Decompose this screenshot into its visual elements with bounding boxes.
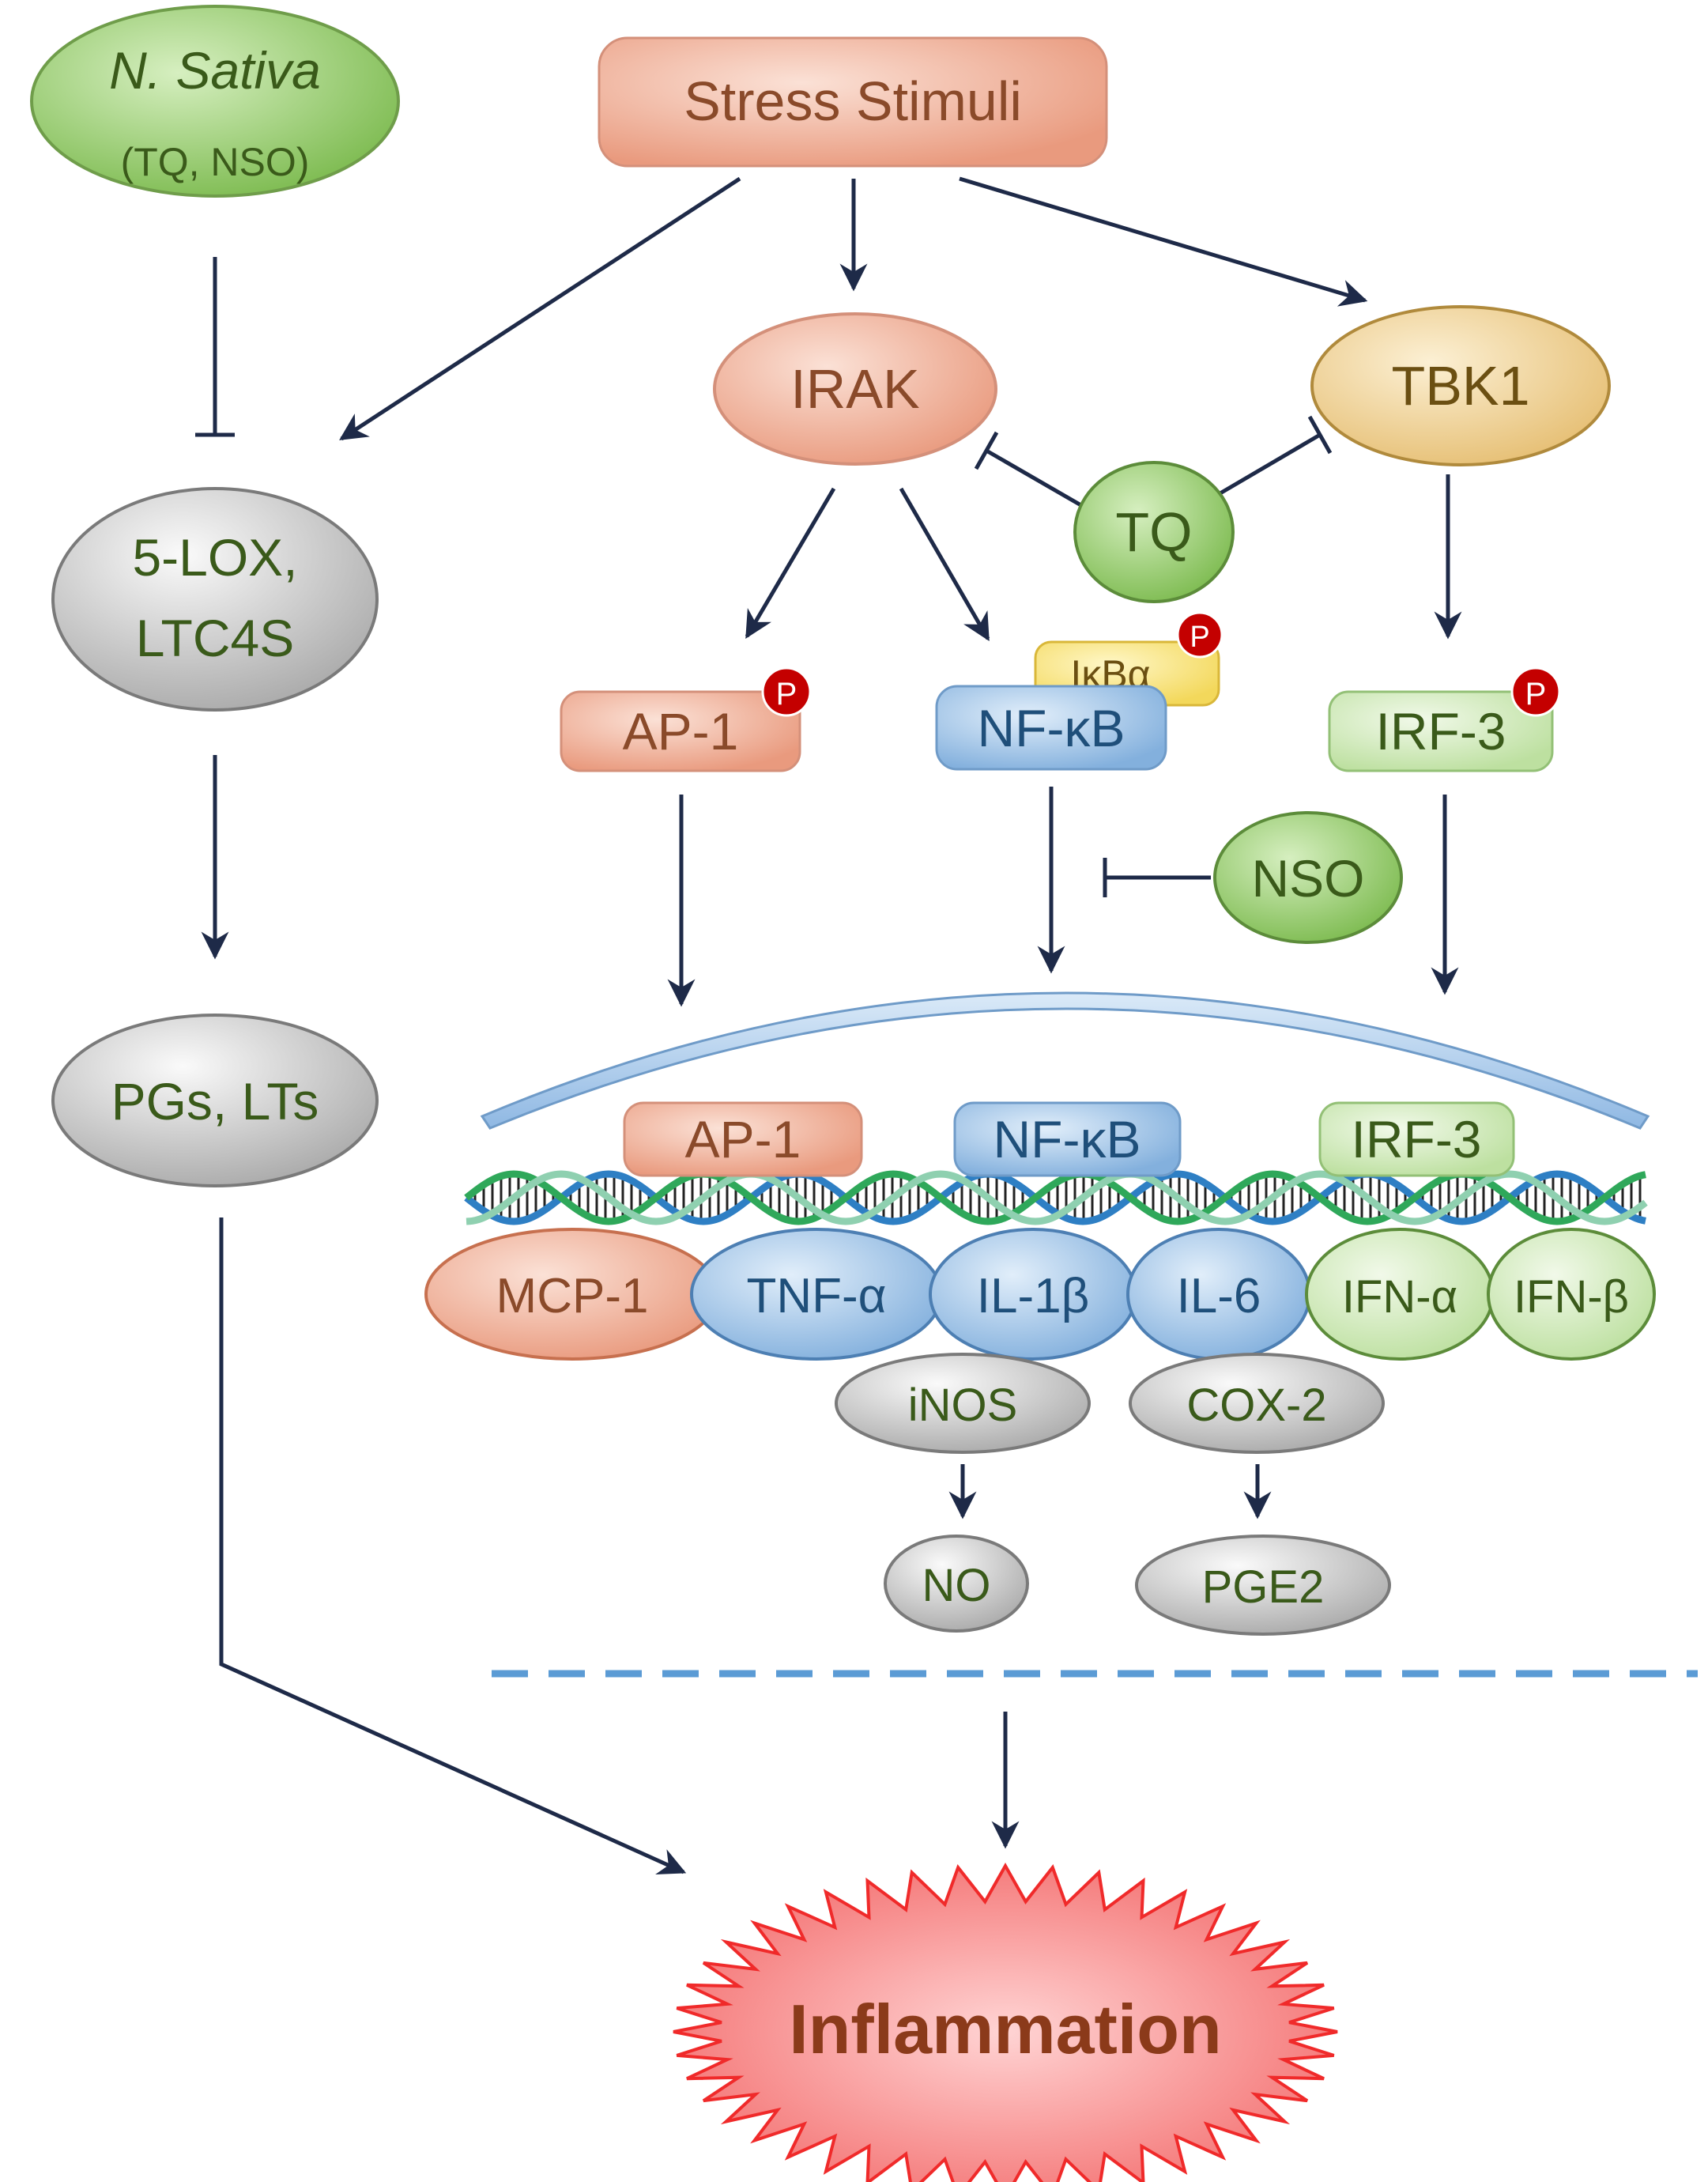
gene-mcp1: MCP-1: [424, 1228, 720, 1361]
nfkb-label: NF-κB: [978, 699, 1125, 757]
tbk1-label: TBK1: [1391, 355, 1529, 417]
phospho-ikba-icon: [1176, 611, 1224, 659]
dna-helix: [464, 1170, 1648, 1225]
gene-il1b: IL-1β: [929, 1228, 1137, 1361]
irak-label: IRAK: [790, 358, 919, 420]
gene-tnfa-label: TNF-α: [746, 1269, 886, 1323]
pgs-lts-label: PGs, LTs: [111, 1072, 319, 1131]
gene-il6: IL-6: [1126, 1228, 1311, 1361]
inflammation-node: Inflammation: [673, 1862, 1338, 2182]
nucleus-ap1-node: AP-1: [623, 1101, 863, 1177]
irf3-label: IRF-3: [1376, 702, 1506, 761]
gene-ifnb-label: IFN-β: [1514, 1271, 1629, 1323]
nucleus-membrane: [480, 991, 1650, 1130]
irak-node: IRAK: [713, 312, 997, 466]
nso-node: NSO: [1213, 811, 1403, 944]
lox-label-line2: LTC4S: [136, 609, 295, 667]
no-node: NO: [884, 1535, 1029, 1633]
gene-il1b-label: IL-1β: [977, 1269, 1090, 1323]
nucleus-ap1-label: AP-1: [685, 1110, 801, 1168]
nucleus-nfkb-node: NF-κB: [953, 1101, 1182, 1177]
lox-node: 5-LOX, LTC4S: [51, 487, 379, 712]
connectors: [195, 176, 1462, 1875]
inflammation-starburst: [673, 1862, 1338, 2182]
gene-ifna: IFN-α: [1305, 1228, 1495, 1361]
nucleus-irf3-label: IRF-3: [1352, 1110, 1482, 1168]
stress-node: Stress Stimuli: [598, 36, 1108, 168]
gene-ifna-label: IFN-α: [1342, 1271, 1457, 1323]
no-label: NO: [922, 1560, 991, 1611]
nsativa-subtitle: (TQ, NSO): [121, 140, 310, 184]
gene-row: MCP-1 TNF-α IL-1β IL-6 IFN-α IFN-β: [424, 1228, 1656, 1361]
inhibit-nsativa-lox: [195, 257, 235, 437]
arrow-stress-tbk1: [959, 176, 1368, 307]
phospho-ikba-label: P: [1190, 621, 1209, 654]
tq-label: TQ: [1115, 501, 1192, 563]
phospho-ap1-label: P: [776, 677, 797, 712]
nsativa-node: N. Sativa (TQ, NSO): [30, 5, 400, 198]
inflammation-label: Inflammation: [789, 1990, 1222, 2068]
nso-label: NSO: [1251, 849, 1364, 908]
arrow-irak-ap1: [745, 487, 836, 640]
nsativa-title: N. Sativa: [109, 41, 321, 100]
tq-node: TQ: [1073, 461, 1235, 603]
stress-label: Stress Stimuli: [684, 70, 1022, 132]
inos-label: iNOS: [908, 1380, 1018, 1431]
phospho-ap1-icon: [761, 666, 812, 717]
nfkb-node: IκBα P NF-κB: [935, 611, 1224, 771]
irf3-node: IRF-3 P: [1328, 666, 1561, 772]
gene-il6-label: IL-6: [1177, 1269, 1261, 1323]
inhibit-tq-irak: [974, 431, 1091, 512]
arrow-pgs-inflammation: [219, 1217, 687, 1875]
pge2-node: PGE2: [1135, 1535, 1391, 1636]
pgs-lts-node: PGs, LTs: [51, 1014, 379, 1187]
phospho-irf3-icon: [1510, 666, 1561, 717]
inos-node: iNOS: [835, 1353, 1091, 1454]
arrow-irak-nfkb: [899, 487, 990, 642]
nucleus-irf3-node: IRF-3: [1318, 1101, 1515, 1177]
arrow-stress-lox: [339, 176, 741, 441]
tbk1-node: TBK1: [1310, 305, 1611, 466]
gene-ifnb: IFN-β: [1487, 1228, 1656, 1361]
gene-mcp1-label: MCP-1: [496, 1269, 649, 1323]
ap1-label: AP-1: [623, 702, 739, 761]
gene-tnfa: TNF-α: [690, 1228, 943, 1361]
inhibit-nso-nfkb: [1103, 858, 1211, 897]
nucleus-nfkb-label: NF-κB: [994, 1110, 1141, 1168]
cox2-node: COX-2: [1129, 1353, 1385, 1454]
inhibit-tq-tbk1: [1217, 415, 1333, 496]
phospho-irf3-label: P: [1525, 677, 1547, 712]
lox-label-line1: 5-LOX,: [132, 528, 297, 587]
pge2-label: PGE2: [1202, 1561, 1325, 1613]
ap1-node: AP-1 P: [560, 666, 812, 772]
dna-strand-light: [466, 1170, 1648, 1225]
cox2-label: COX-2: [1186, 1380, 1326, 1431]
